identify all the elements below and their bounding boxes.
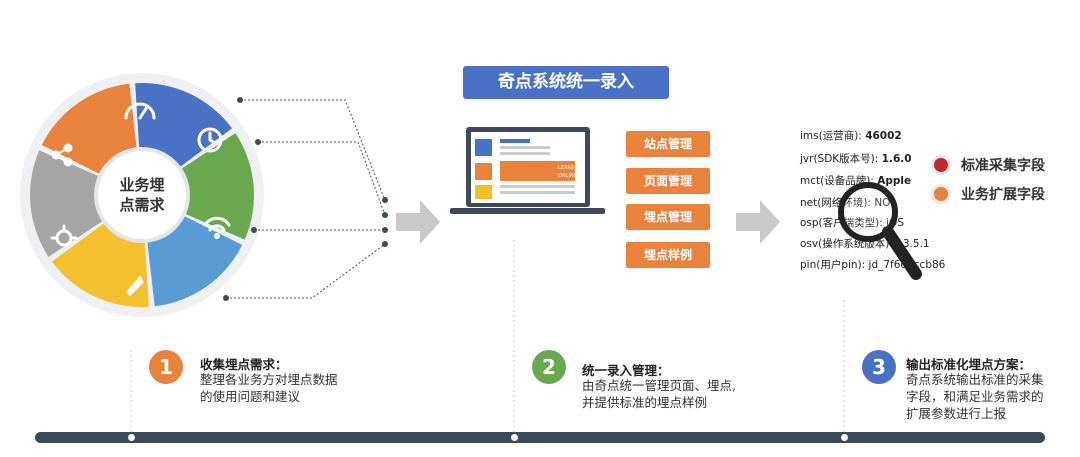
wheel-segment-1 bbox=[135, 83, 233, 168]
wheel-segment-2 bbox=[180, 133, 254, 240]
menu-point-examples[interactable]: 埋点样例 bbox=[626, 242, 710, 268]
step-2-number: 2 bbox=[532, 350, 566, 384]
requirements-wheel: 业务埋 点需求 bbox=[20, 73, 264, 317]
legend-dot-standard bbox=[934, 158, 948, 172]
wheel-center-label-1: 业务埋 bbox=[119, 176, 164, 194]
wheel-segment-6 bbox=[41, 83, 137, 175]
menu-site-management[interactable]: 站点管理 bbox=[626, 131, 710, 157]
step-1-title: 收集埋点需求： bbox=[200, 357, 288, 372]
rocket-icon bbox=[125, 275, 144, 297]
step-1-number: 1 bbox=[149, 350, 183, 384]
timeline-dot-2 bbox=[511, 434, 518, 441]
timeline-bar bbox=[35, 432, 1045, 443]
timeline-dot-3 bbox=[841, 434, 848, 441]
timeline-dot-1 bbox=[128, 434, 135, 441]
screen-banner-line1: LEARNING bbox=[558, 165, 584, 171]
field-ims: ims(运营商): 46002 bbox=[800, 130, 902, 142]
brightness-icon bbox=[50, 224, 78, 247]
screen-banner-line2: ONLINE bbox=[558, 173, 577, 179]
wheel-center bbox=[94, 147, 190, 243]
clock-icon bbox=[197, 127, 223, 153]
step-2-title: 统一录入管理： bbox=[582, 363, 670, 378]
system-title: 奇点系统统一录入 bbox=[463, 66, 669, 99]
step-3-number: 3 bbox=[862, 350, 896, 384]
step-2-desc: 由奇点统一管理页面、埋点, 并提供标准的埋点样例 bbox=[582, 378, 736, 410]
legend-extension-fields: 业务扩展字段 bbox=[961, 187, 1045, 203]
wheel-segment-5 bbox=[29, 150, 104, 257]
menu-point-management[interactable]: 埋点管理 bbox=[626, 204, 710, 230]
wheel-segment-4 bbox=[51, 222, 149, 307]
share-icon bbox=[51, 143, 73, 167]
menu-page-management[interactable]: 页面管理 bbox=[626, 168, 710, 194]
field-mct: mct(设备品牌): Apple bbox=[800, 175, 912, 187]
flow-arrow-2 bbox=[736, 200, 780, 244]
field-jvr: jvr(SDK版本号): 1.6.0 bbox=[800, 153, 912, 165]
legend-standard-fields: 标准采集字段 bbox=[961, 158, 1045, 174]
flow-arrow-1 bbox=[396, 200, 440, 244]
field-net: net(网络环境): NO bbox=[800, 197, 890, 209]
speedometer-icon bbox=[124, 102, 156, 120]
wifi-icon bbox=[203, 216, 231, 239]
laptop-illustration: LEARNING ONLINE bbox=[450, 127, 605, 214]
step-3-desc: 奇点系统输出标准的采集 字段，和满足业务需求的 扩展参数进行上报 bbox=[906, 372, 1044, 421]
legend-dot-extension bbox=[934, 187, 948, 201]
wheel-center-label-2: 点需求 bbox=[119, 196, 165, 214]
step-1-desc: 整理各业务方对埋点数据 的使用问题和建议 bbox=[200, 372, 338, 404]
step-3-title: 输出标准化埋点方案： bbox=[906, 357, 1032, 372]
magnifier-icon bbox=[838, 182, 922, 280]
